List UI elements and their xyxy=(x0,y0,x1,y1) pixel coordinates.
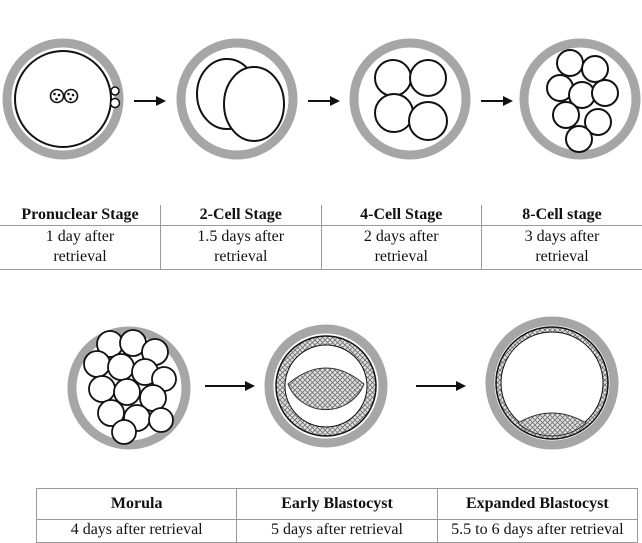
two-cell-embryo-icon xyxy=(181,43,293,155)
stage-name: 2-Cell Stage xyxy=(161,205,322,226)
stage-time: 1.5 days after retrieval xyxy=(186,227,296,267)
stage-time-cell: 3 days after retrieval xyxy=(482,226,642,270)
morula-embryo-icon xyxy=(72,330,186,445)
stage-table-bottom: Morula Early Blastocyst Expanded Blastoc… xyxy=(36,488,638,543)
stage-time: 2 days after retrieval xyxy=(346,227,456,267)
stage-time-cell: 1 day after retrieval xyxy=(0,226,161,270)
stage-name: Early Blastocyst xyxy=(237,489,437,520)
stage-name: 8-Cell stage xyxy=(482,205,642,226)
eight-cell-embryo-icon xyxy=(524,43,636,155)
stage-time: 4 days after retrieval xyxy=(37,520,237,543)
stage-name: 4-Cell Stage xyxy=(321,205,482,226)
stage-time: 5.5 to 6 days after retrieval xyxy=(437,520,637,543)
expanded-blastocyst-embryo-icon xyxy=(490,321,614,445)
stage-name: Morula xyxy=(37,489,237,520)
stage-time-cell: 1.5 days after retrieval xyxy=(161,226,322,270)
stage-table-top: Pronuclear Stage 2-Cell Stage 4-Cell Sta… xyxy=(0,205,642,270)
four-cell-embryo-icon xyxy=(354,43,466,155)
stage-time: 1 day after retrieval xyxy=(25,227,135,267)
stage-time: 3 days after retrieval xyxy=(507,227,617,267)
pronuclear-stage-embryo-icon xyxy=(7,43,120,155)
early-blastocyst-embryo-icon xyxy=(269,329,383,443)
stage-time-cell: 2 days after retrieval xyxy=(321,226,482,270)
stage-name: Expanded Blastocyst xyxy=(437,489,637,520)
stage-name: Pronuclear Stage xyxy=(0,205,161,226)
stage-time: 5 days after retrieval xyxy=(237,520,437,543)
